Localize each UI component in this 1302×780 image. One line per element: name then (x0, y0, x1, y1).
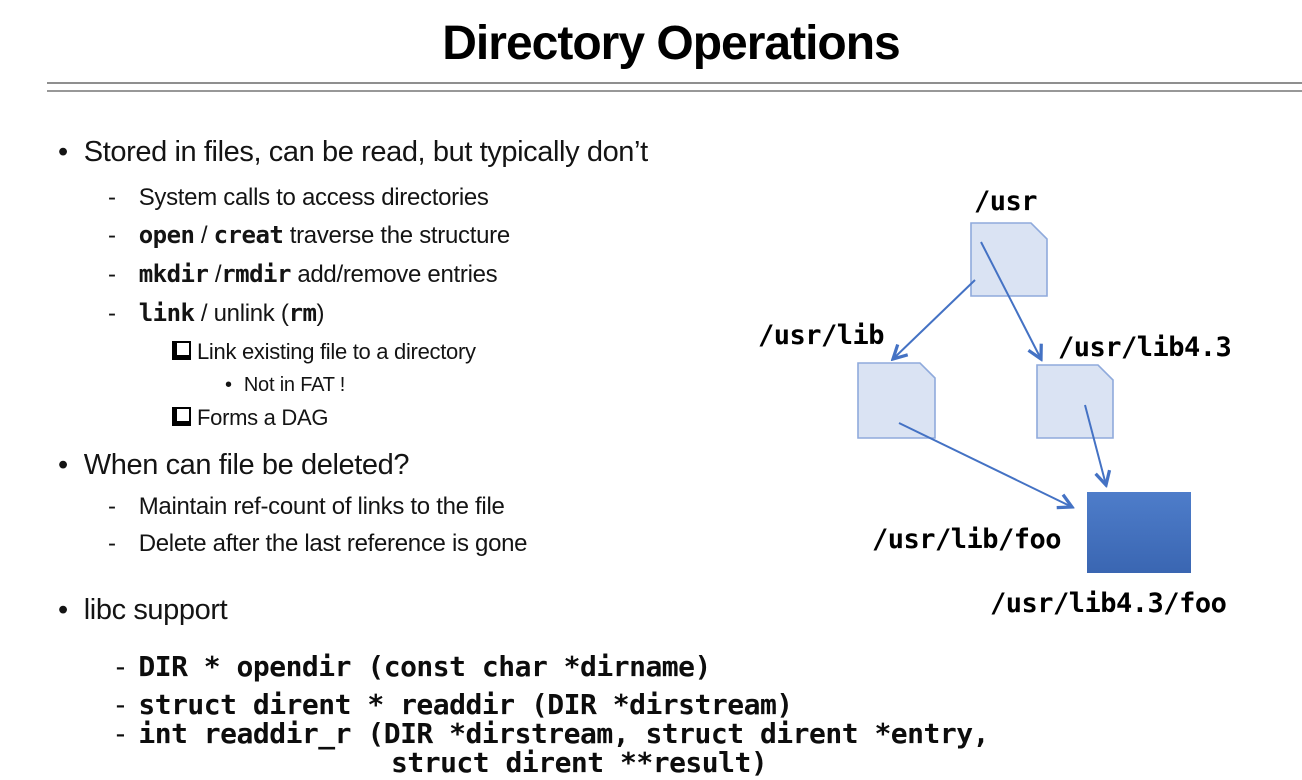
sub-text: Delete after the last reference is gone (138, 530, 528, 557)
bullet-when-deleted: • When can file be deleted? (58, 449, 410, 482)
dash-glyph: - (108, 261, 116, 288)
diagram-label-usr-lib-foo: /usr/lib/foo (872, 524, 1062, 555)
sub-text: ) (316, 300, 325, 327)
code-readdir-r-line2: struct dirent **result) (391, 746, 768, 779)
dir-node-usr (971, 223, 1047, 296)
sub-mkdir-rmdir: -mkdir /rmdir add/remove entries (108, 260, 498, 289)
arrow-usr-to-lib (893, 279, 976, 359)
code-link: link (138, 299, 195, 327)
code-readdir-r-line1: -int readdir_r (DIR *dirstream, struct d… (112, 717, 989, 750)
sub-text: System calls to access directories (138, 184, 489, 211)
check-forms-dag: Forms a DAG (172, 405, 328, 431)
arrow-lib-to-foo (898, 422, 1072, 507)
check-text: Forms a DAG (197, 405, 329, 430)
bullet-glyph: • (58, 594, 68, 626)
dash-glyph: - (112, 688, 129, 721)
diagram-label-usr-lib: /usr/lib (758, 320, 885, 351)
code-opendir: -DIR * opendir (const char *dirname) (112, 650, 711, 683)
bullet-glyph: • (58, 136, 68, 168)
code-text: int readdir_r (DIR *dirstream, struct di… (138, 717, 989, 750)
dir-node-usr-lib43-border (1036, 364, 1114, 439)
code-readdir: -struct dirent * readdir (DIR *dirstream… (112, 688, 793, 721)
sub-text: / (208, 261, 222, 288)
dash-glyph: - (112, 717, 129, 750)
dir-node-usr-lib-border (857, 362, 936, 439)
title-rule-bottom (47, 90, 1302, 92)
sub-refcount: -Maintain ref-count of links to the file (108, 493, 505, 521)
title-rule-top (47, 82, 1302, 84)
note-not-in-fat: • Not in FAT ! (225, 374, 345, 397)
dir-node-usr-lib43 (1037, 365, 1113, 438)
arrow-usr-to-lib43 (980, 241, 1041, 359)
bullet-glyph: • (225, 374, 232, 396)
bullet-libc-support: • libc support (58, 594, 228, 627)
sub-text: / (194, 222, 214, 249)
bullet-glyph: • (58, 449, 68, 481)
dash-glyph: - (108, 530, 116, 557)
sub-system-calls: -System calls to access directories (108, 184, 489, 212)
bullet-text: When can file be deleted? (83, 449, 410, 481)
code-creat: creat (213, 221, 284, 249)
dash-glyph: - (108, 184, 116, 211)
code-text: struct dirent * readdir (DIR *dirstream) (138, 688, 793, 721)
dash-glyph: - (108, 300, 116, 327)
code-mkdir: mkdir (138, 260, 209, 288)
diagram-label-usr: /usr (974, 186, 1038, 217)
bullet-stored-in-files: • Stored in files, can be read, but typic… (58, 136, 648, 169)
dir-node-usr-lib (858, 363, 935, 438)
sub-text: Maintain ref-count of links to the file (138, 493, 505, 520)
bullet-text: Stored in files, can be read, but typica… (83, 136, 648, 168)
diagram-label-usr-lib43: /usr/lib4.3 (1058, 332, 1232, 363)
code-rmdir: rmdir (221, 260, 291, 288)
bullet-text: libc support (83, 594, 228, 626)
dash-glyph: - (112, 650, 129, 683)
sub-delete-last-ref: -Delete after the last reference is gone (108, 530, 528, 558)
file-node-foo (1087, 492, 1191, 573)
check-text: Link existing file to a directory (197, 339, 476, 364)
sub-text: add/remove entries (290, 261, 498, 288)
checkbox-icon (172, 407, 191, 426)
code-text: struct dirent **result) (391, 746, 768, 779)
sub-link-unlink: -link / unlink (rm) (108, 299, 324, 328)
page-title: Directory Operations (442, 17, 900, 70)
check-link-existing: Link existing file to a directory (172, 339, 476, 365)
code-text: DIR * opendir (const char *dirname) (138, 650, 711, 683)
sub-open-creat: -open / creat traverse the structure (108, 221, 510, 250)
dash-glyph: - (108, 222, 116, 249)
dash-glyph: - (108, 493, 116, 520)
code-rm: rm (288, 299, 317, 327)
code-open: open (138, 221, 195, 249)
arrow-lib43-to-foo (1084, 404, 1106, 485)
dir-node-usr-border (970, 222, 1048, 297)
diagram-label-usr-lib43-foo: /usr/lib4.3/foo (990, 588, 1227, 619)
note-text: Not in FAT ! (243, 374, 346, 396)
checkbox-icon (172, 341, 191, 360)
sub-text: / unlink ( (194, 300, 289, 327)
sub-text: traverse the structure (283, 222, 510, 249)
